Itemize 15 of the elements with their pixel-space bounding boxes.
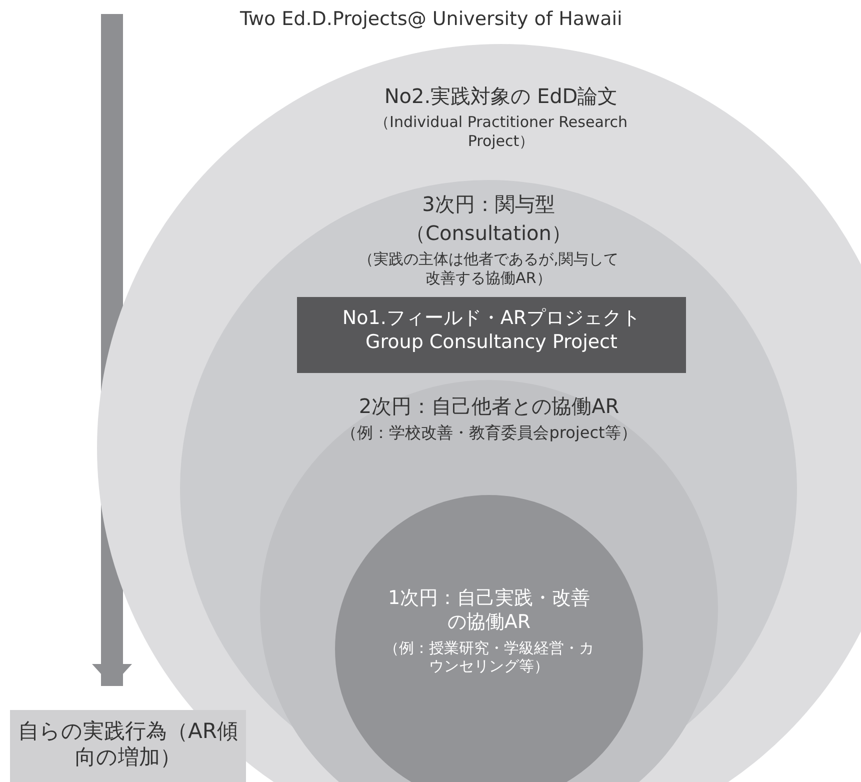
detail-text: （実践の主体は他者であるが,関与して改善する協働AR） <box>358 250 618 288</box>
heading-text: 2次円：自己他者との協働AR <box>358 394 620 419</box>
heading-text: 自らの実践行為（AR傾向の増加） <box>18 718 238 770</box>
project-banner <box>297 297 686 373</box>
caption-box <box>10 710 246 782</box>
heading-text: 3次円：関与型 <box>421 192 556 217</box>
heading-text: No2.実践対象の EdD論文 <box>383 84 619 109</box>
heading-text: No1.フィールド・ARプロジェクト <box>341 307 642 331</box>
heading-text: 1次円：自己実践・改善の協働AR <box>386 587 592 634</box>
note-text: （Individual Practitioner Research Project） <box>374 113 628 150</box>
title-text: Two Ed.D.Projects@ University of Hawaii <box>240 8 622 30</box>
note-text: （例：授業研究・学級経営・カウンセリング等） <box>383 638 595 676</box>
note-text: Group Consultancy Project <box>364 330 618 354</box>
note-text: （Consultation） <box>404 221 572 246</box>
note-text: （例：学校改善・教育委員会project等） <box>340 423 638 443</box>
